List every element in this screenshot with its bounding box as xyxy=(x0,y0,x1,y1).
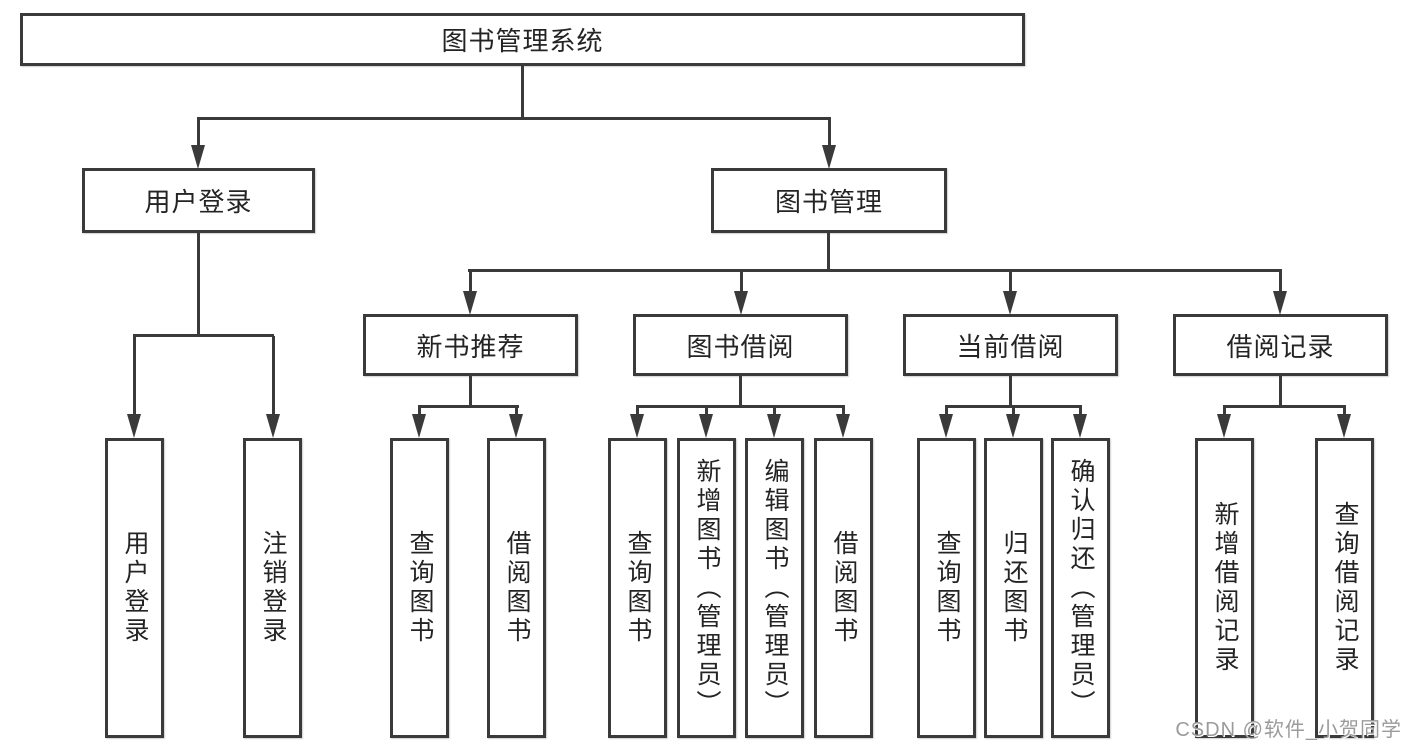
connector-root-stem xyxy=(521,64,524,119)
node-user-login: 用户登录 xyxy=(82,168,315,233)
leaf-query-books: 查询图书 xyxy=(917,438,976,738)
node-label: 用户登录 xyxy=(144,187,253,217)
node-current-borrow: 当前借阅 xyxy=(903,314,1118,376)
leaf-query-borrow-record: 查询借阅记录 xyxy=(1315,438,1374,738)
node-label: 新书推荐 xyxy=(416,331,525,362)
node-label: 归还图书 xyxy=(1000,530,1028,646)
connector-root-branch xyxy=(197,117,831,120)
connector-user-login-branch xyxy=(133,334,274,337)
node-label: 借阅图书 xyxy=(830,530,858,646)
arrow-down-icon xyxy=(699,407,713,438)
node-label: 查询图书 xyxy=(933,530,961,646)
leaf-user-login: 用户登录 xyxy=(105,438,164,738)
connector-current-borrow-branch xyxy=(945,405,1082,408)
node-book-management: 图书管理 xyxy=(711,168,947,233)
node-label: 新增图书（管理员） xyxy=(693,457,721,719)
arrow-down-icon xyxy=(191,119,205,169)
node-label: 图书借阅 xyxy=(686,331,795,362)
arrow-down-icon xyxy=(463,271,477,315)
node-label: 图书管理 xyxy=(774,187,883,217)
arrow-down-icon xyxy=(822,119,836,169)
node-label: 查询借阅记录 xyxy=(1331,501,1359,675)
connector-new-book-stem xyxy=(469,374,472,408)
connector-user-login-stem xyxy=(197,231,200,337)
leaf-add-borrow-record: 新增借阅记录 xyxy=(1195,438,1254,738)
node-label: 编辑图书（管理员） xyxy=(761,457,789,719)
connector-book-management-branch xyxy=(468,269,1282,272)
node-label: 借阅图书 xyxy=(503,530,531,646)
arrow-down-icon xyxy=(1003,271,1017,315)
arrow-down-icon xyxy=(266,336,280,438)
arrow-down-icon xyxy=(1217,407,1231,438)
arrow-down-icon xyxy=(127,336,141,438)
arrow-down-icon xyxy=(630,407,644,438)
arrow-down-icon xyxy=(767,407,781,438)
connector-borrow-records-branch xyxy=(1223,405,1346,408)
node-label: 图书管理系统 xyxy=(441,26,604,56)
node-library-management-system: 图书管理系统 xyxy=(20,13,1025,66)
leaf-query-books: 查询图书 xyxy=(608,438,667,738)
node-label: 当前借阅 xyxy=(956,331,1065,362)
node-label: 查询图书 xyxy=(624,530,652,646)
leaf-add-books-admin: 新增图书（管理员） xyxy=(677,438,736,738)
arrow-down-icon xyxy=(734,271,748,315)
connector-borrow-records-stem xyxy=(1279,374,1282,408)
node-label: 确认归还（管理员） xyxy=(1067,457,1095,719)
leaf-return-books: 归还图书 xyxy=(984,438,1043,738)
node-label: 用户登录 xyxy=(121,530,149,646)
arrow-down-icon xyxy=(412,407,426,438)
leaf-logout: 注销登录 xyxy=(243,438,302,738)
arrow-down-icon xyxy=(509,407,523,438)
connector-current-borrow-stem xyxy=(1009,374,1012,408)
arrow-down-icon xyxy=(1073,407,1087,438)
node-label: 借阅记录 xyxy=(1226,331,1335,362)
leaf-borrow-books: 借阅图书 xyxy=(487,438,546,738)
node-book-borrow: 图书借阅 xyxy=(633,314,848,376)
node-label: 查询图书 xyxy=(406,530,434,646)
node-label: 新增借阅记录 xyxy=(1211,501,1239,675)
arrow-down-icon xyxy=(1273,271,1287,315)
arrow-down-icon xyxy=(1006,407,1020,438)
node-new-book-recommend: 新书推荐 xyxy=(363,314,578,376)
node-label: 注销登录 xyxy=(259,530,287,646)
connector-book-management-stem xyxy=(827,231,830,272)
arrow-down-icon xyxy=(836,407,850,438)
leaf-borrow-books: 借阅图书 xyxy=(814,438,873,738)
csdn-watermark: CSDN @软件_小贺同学 xyxy=(1175,719,1402,741)
leaf-confirm-return-admin: 确认归还（管理员） xyxy=(1051,438,1110,738)
connector-book-borrow-stem xyxy=(739,374,742,408)
leaf-edit-books-admin: 编辑图书（管理员） xyxy=(745,438,804,738)
arrow-down-icon xyxy=(1337,407,1351,438)
node-borrow-records: 借阅记录 xyxy=(1173,314,1388,376)
arrow-down-icon xyxy=(939,407,953,438)
connector-new-book-branch xyxy=(418,405,519,408)
connector-book-borrow-branch xyxy=(636,405,845,408)
leaf-query-books: 查询图书 xyxy=(390,438,449,738)
